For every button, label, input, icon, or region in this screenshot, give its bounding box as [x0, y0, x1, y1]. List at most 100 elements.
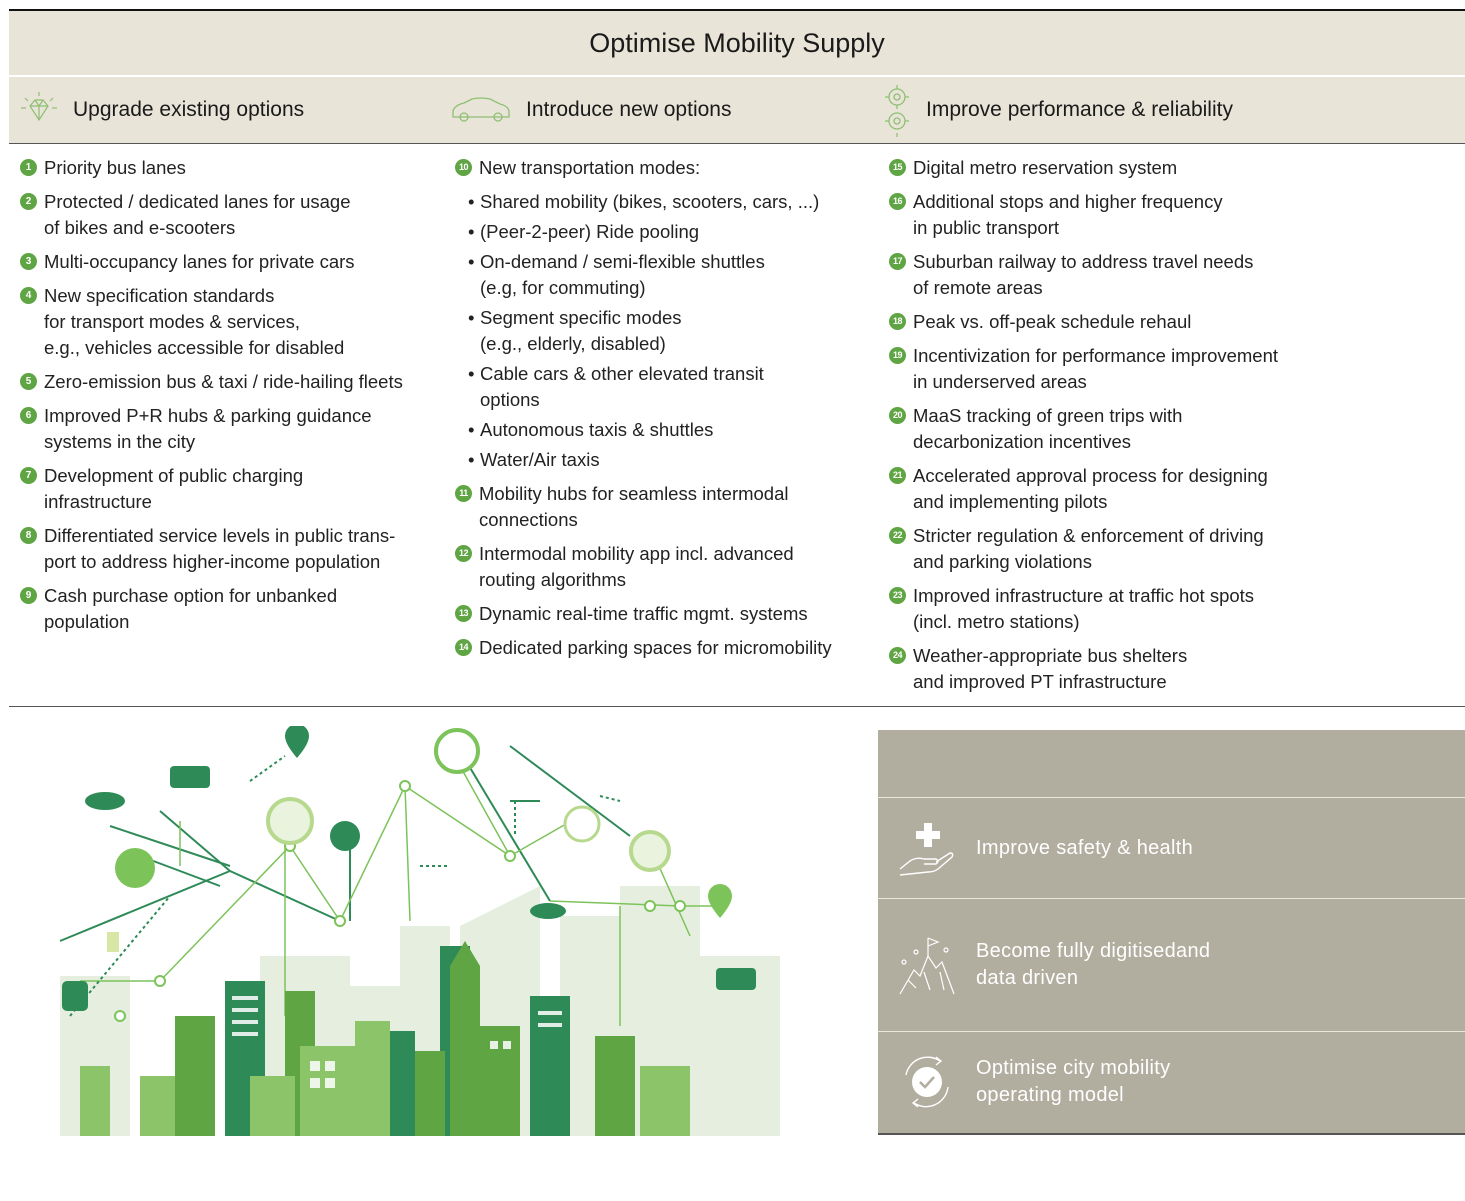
column-headers: Upgrade existing options Introduce new o…: [9, 77, 1465, 143]
item-text: Intermodal mobility app incl. advanced r…: [479, 543, 794, 590]
item-number-badge: 19: [889, 347, 906, 364]
sub-item-text: (Peer-2-peer) Ride pooling: [480, 221, 700, 242]
item-number-badge: 14: [455, 639, 472, 656]
list-item: 10 New transportation modes:: [455, 155, 875, 181]
item-number-badge: 18: [889, 313, 906, 330]
page-title: Optimise Mobility Supply: [589, 27, 885, 58]
title-band: Optimise Mobility Supply: [9, 11, 1465, 75]
item-number-badge: 2: [20, 193, 37, 210]
list-item: 4 New specification standards for transpo…: [20, 283, 435, 361]
top-rule: [9, 9, 1465, 11]
bullet: •: [468, 449, 475, 470]
item-text: New specification standards for transpor…: [44, 285, 345, 358]
item-text: Cash purchase option for unbanked popula…: [44, 585, 338, 632]
item-number-badge: 21: [889, 467, 906, 484]
item-text: Differentiated service levels in public …: [44, 525, 396, 572]
item-number-badge: 11: [455, 485, 472, 502]
column-upgrade-list: 1 Priority bus lanes 2 Protected / dedicate…: [20, 155, 435, 643]
item-number-badge: 7: [20, 467, 37, 484]
divider: [878, 1133, 1465, 1135]
item-text: Priority bus lanes: [44, 157, 186, 178]
list-item: 2 Protected / dedicated lanes for usage o…: [20, 189, 435, 241]
item-number-badge: 17: [889, 253, 906, 270]
item-number-badge: 1: [20, 159, 37, 176]
goal-operating-model: Optimise city mobility operating model: [878, 1032, 1465, 1132]
diamond-icon: [21, 92, 57, 122]
car-icon: [452, 97, 510, 122]
list-item: 8 Differentiated service levels in public…: [20, 523, 435, 575]
item-text: Protected / dedicated lanes for usage of…: [44, 191, 351, 238]
divider: [878, 898, 1465, 899]
sub-item-text: Cable cars & other elevated transit opti…: [480, 363, 764, 410]
bullet: •: [468, 363, 475, 384]
bullet: •: [468, 191, 475, 212]
sub-list-item: •Shared mobility (bikes, scooters, cars,…: [455, 189, 875, 215]
item-text: Development of public charging infrastru…: [44, 465, 304, 512]
item-number-badge: 24: [889, 647, 906, 664]
item-text: Stricter regulation & enforcement of dri…: [913, 525, 1264, 572]
goal-safety-health: Improve safety & health: [878, 798, 1465, 898]
divider: [878, 797, 1465, 798]
item-number-badge: 6: [20, 407, 37, 424]
sub-list: •Shared mobility (bikes, scooters, cars,…: [455, 189, 875, 473]
sub-item-text: On-demand / semi-flexible shuttles (e.g,…: [480, 251, 765, 298]
column-header-upgrade: Upgrade existing options: [19, 77, 304, 143]
mountain-flag-icon: [899, 937, 955, 995]
list-item: 1 Priority bus lanes: [20, 155, 435, 181]
list-item: 14 Dedicated parking spaces for micromobi…: [455, 635, 875, 661]
item-text: MaaS tracking of green trips with decarb…: [913, 405, 1183, 452]
list-item: 23 Improved infrastructure at traffic hot…: [889, 583, 1329, 635]
bullet: •: [468, 251, 475, 272]
gears-icon: [885, 85, 909, 137]
bullet: •: [468, 419, 475, 440]
divider: [878, 1031, 1465, 1032]
item-number-badge: 5: [20, 373, 37, 390]
list-item: 6 Improved P+R hubs & parking guidance sy…: [20, 403, 435, 455]
sub-list-item: •Water/Air taxis: [455, 447, 875, 473]
sub-list-item: •Cable cars & other elevated transit opt…: [455, 361, 875, 413]
item-text: Improved P+R hubs & parking guidance sys…: [44, 405, 372, 452]
sub-list-item: •(Peer-2-peer) Ride pooling: [455, 219, 875, 245]
sub-item-text: Autonomous taxis & shuttles: [480, 419, 714, 440]
item-text: Dynamic real-time traffic mgmt. systems: [479, 603, 808, 624]
item-number-badge: 15: [889, 159, 906, 176]
item-number-badge: 3: [20, 253, 37, 270]
sub-item-text: Shared mobility (bikes, scooters, cars, …: [480, 191, 820, 212]
cycle-check-icon: [905, 1056, 949, 1108]
item-text: Improved infrastructure at traffic hot s…: [913, 585, 1255, 632]
goal-label: Become fully digitisedand data driven: [976, 940, 1211, 989]
list-item: 12 Intermodal mobility app incl. advanced…: [455, 541, 875, 593]
item-number-badge: 16: [889, 193, 906, 210]
item-text: Digital metro reservation system: [913, 157, 1178, 178]
column-header-label: Upgrade existing options: [73, 98, 305, 121]
column-header-introduce: Introduce new options: [450, 77, 731, 143]
bullet: •: [468, 307, 475, 328]
item-text: Dedicated parking spaces for micromobili…: [479, 637, 832, 658]
column-header-improve: Improve performance & reliability: [882, 77, 1233, 143]
list-item: 16 Additional stops and higher frequency …: [889, 189, 1329, 241]
smart-city-illustration: [59, 726, 780, 1136]
column-header-label: Introduce new options: [526, 98, 732, 121]
item-number-badge: 23: [889, 587, 906, 604]
item-text: New transportation modes:: [479, 157, 701, 178]
goals-panel: Improve safety & health Become fully dig…: [878, 730, 1465, 1134]
sub-item-text: Segment specific modes (e.g., elderly, d…: [480, 307, 682, 354]
item-number-badge: 12: [455, 545, 472, 562]
item-number-badge: 13: [455, 605, 472, 622]
sub-list-item: •Segment specific modes (e.g., elderly, …: [455, 305, 875, 357]
item-number-badge: 8: [20, 527, 37, 544]
item-number-badge: 10: [455, 159, 472, 176]
list-item: 15 Digital metro reservation system: [889, 155, 1329, 181]
hand-cross-icon: [899, 823, 954, 876]
list-item: 24 Weather-appropriate bus shelters and i…: [889, 643, 1329, 695]
item-text: Weather-appropriate bus shelters and imp…: [913, 645, 1188, 692]
item-number-badge: 4: [20, 287, 37, 304]
item-text: Additional stops and higher frequency in…: [913, 191, 1223, 238]
item-text: Peak vs. off-peak schedule rehaul: [913, 311, 1192, 332]
sub-list-item: •Autonomous taxis & shuttles: [455, 417, 875, 443]
item-text: Multi-occupancy lanes for private cars: [44, 251, 355, 272]
